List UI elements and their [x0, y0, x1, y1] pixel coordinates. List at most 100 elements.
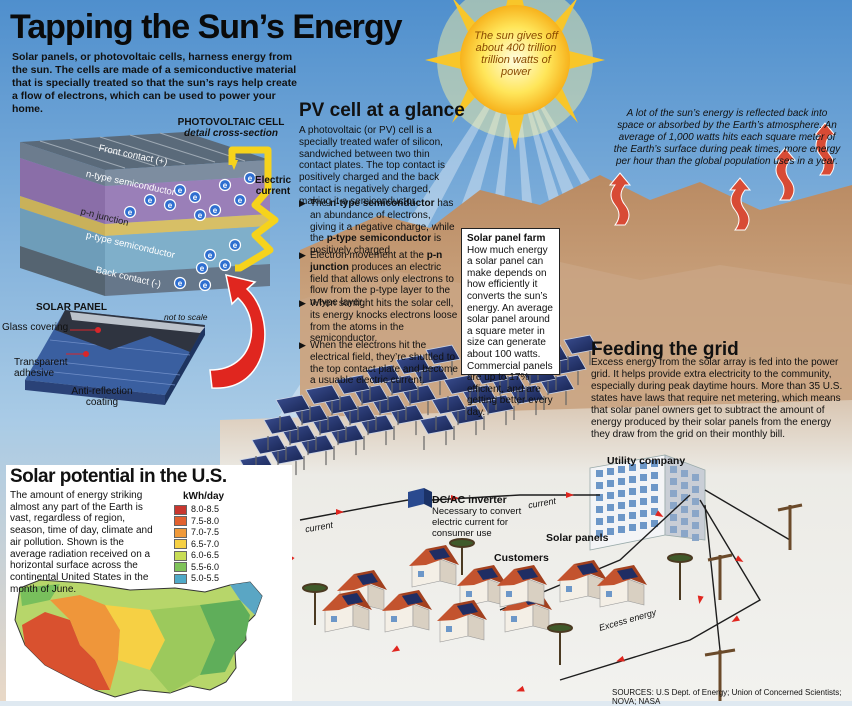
legend-swatch: [174, 562, 187, 573]
flow-arrow-icon: [697, 595, 704, 604]
building-window: [607, 468, 614, 475]
legend-item: 7.5-8.0: [174, 515, 220, 527]
building-window: [692, 474, 699, 481]
electron-icon: e: [218, 178, 232, 192]
flow-arrow-icon: [391, 645, 400, 652]
legend-label: 5.0-5.5: [191, 573, 220, 583]
flow-arrow-icon: [616, 655, 625, 662]
svg-text:e: e: [198, 211, 203, 220]
legend-label: 5.5-6.0: [191, 561, 220, 572]
sun-fact: The sun gives off about 400 trillion tri…: [474, 30, 558, 78]
legend-swatch: [174, 573, 187, 584]
building-window: [692, 534, 699, 541]
building-window: [629, 464, 636, 471]
current-arrow-icon: [230, 160, 238, 170]
electron-icon: e: [143, 193, 157, 207]
pv-body: A photovoltaic (or PV) cell is a special…: [299, 125, 446, 207]
building-window: [681, 530, 688, 537]
building-window: [629, 500, 636, 507]
building-window: [640, 510, 647, 517]
building-window: [618, 514, 625, 521]
building-window: [692, 486, 699, 493]
building-window: [640, 486, 647, 493]
pv-cell-label: PHOTOVOLTAIC CELL detail cross-section: [177, 117, 285, 139]
building-window: [607, 504, 614, 511]
building-window: [596, 470, 603, 477]
solar-panel-farm: [239, 334, 599, 490]
panel-leader-lines: [66, 329, 98, 355]
pv-bullet-3: ▶When sunlight hits the solar cell, its …: [299, 298, 458, 345]
house-icon: [457, 565, 507, 608]
building-window: [596, 494, 603, 501]
electron-icon: e: [203, 248, 217, 262]
building-window: [618, 478, 625, 485]
building-window: [681, 482, 688, 489]
building-window: [596, 482, 603, 489]
svg-text:e: e: [178, 279, 183, 288]
legend-swatch: [174, 504, 187, 515]
building-window: [618, 502, 625, 509]
house-icon: [557, 560, 607, 603]
svg-text:e: e: [203, 281, 208, 290]
inverter-body: Necessary to convert electric current fo…: [432, 506, 522, 539]
legend-item: 5.5-6.0: [174, 561, 220, 573]
building-window: [681, 518, 688, 525]
electron-icon: e: [193, 208, 207, 222]
building-window: [629, 524, 636, 531]
building-window: [596, 518, 603, 525]
svg-text:e: e: [148, 196, 153, 205]
electron-icon: e: [218, 258, 232, 272]
building-window: [670, 526, 677, 533]
flow-arrow-icon: [336, 509, 344, 515]
map-heading: Solar potential in the U.S.: [10, 466, 227, 487]
grid-body: Excess energy from the solar array is fe…: [591, 357, 843, 440]
building-window: [596, 530, 603, 537]
label-anti-reflection: Anti-reflection coating: [71, 386, 133, 408]
label-glass-covering: Glass covering: [2, 322, 69, 333]
legend-swatch: [174, 516, 187, 527]
svg-text:e: e: [128, 208, 133, 217]
building-window: [629, 512, 636, 519]
solar-farm-box: Solar panel farm How much energy a solar…: [461, 228, 560, 418]
solar-panel-cross-section: [25, 310, 205, 405]
farm-panel: [443, 374, 479, 410]
legend-label: 6.0-6.5: [191, 550, 220, 560]
sun-icon: [425, 0, 605, 150]
solar-panels-label: Solar panels: [546, 532, 609, 544]
intro-text: Solar panels, or photovoltaic cells, har…: [12, 51, 297, 115]
farm-panel: [563, 334, 599, 370]
building-window: [670, 490, 677, 497]
grid-heading: Feeding the grid: [591, 339, 739, 360]
building-window: [651, 472, 658, 479]
building-window: [618, 466, 625, 473]
flow-arrow-icon: [731, 615, 740, 622]
flow-arrow-icon: [451, 495, 459, 501]
building-window: [670, 502, 677, 509]
flow-arrow-icon: [655, 510, 664, 517]
legend-item: 6.5-7.0: [174, 539, 219, 550]
svg-text:e: e: [193, 193, 198, 202]
building-window: [607, 480, 614, 487]
svg-text:e: e: [213, 206, 218, 215]
label-transparent-adhesive: Transparent adhesive: [14, 357, 68, 379]
legend-item: 7.0-7.5: [174, 527, 219, 538]
electron-icon: e: [243, 171, 257, 185]
building-window: [681, 470, 688, 477]
electron-icon: e: [208, 203, 222, 217]
building-window: [670, 478, 677, 485]
palm-tree-icons: [302, 538, 693, 665]
electron-icon: e: [188, 190, 202, 204]
us-solar-map: [14, 579, 263, 698]
building-window: [629, 488, 636, 495]
flow-arrow-icon: [735, 555, 744, 562]
zoom-arrow-icon: [209, 273, 266, 389]
svg-text:e: e: [233, 241, 238, 250]
dc-ac-inverter-icon: [408, 488, 432, 508]
building-window: [607, 492, 614, 499]
building-window: [640, 474, 647, 481]
legend-swatch: [174, 527, 187, 538]
legend-label: 7.5-8.0: [191, 515, 220, 526]
inverter-heading: DC/AC inverter: [432, 494, 507, 506]
building-window: [670, 466, 677, 473]
building-window: [651, 520, 658, 527]
